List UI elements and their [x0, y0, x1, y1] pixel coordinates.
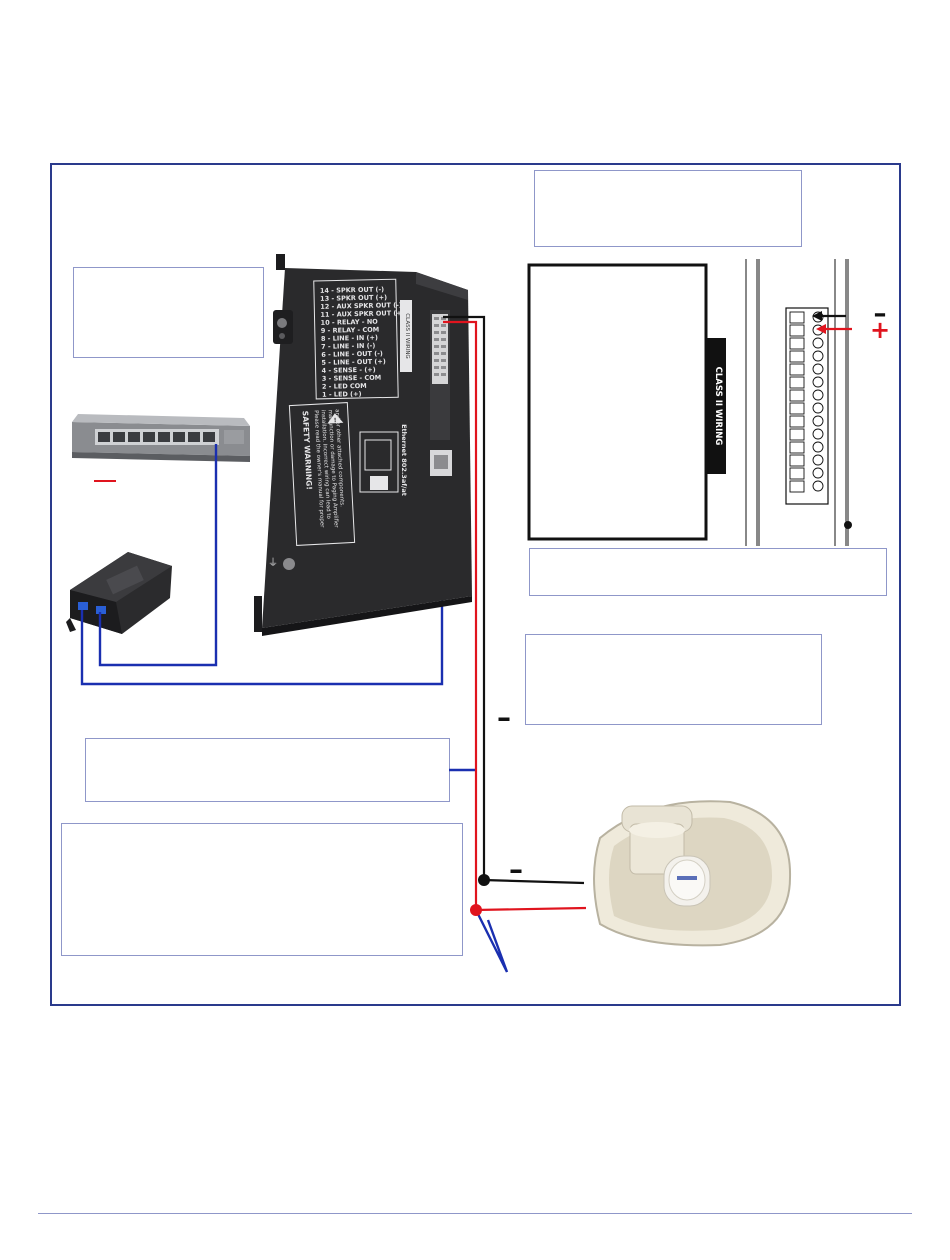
- safety-warning-panel: [288, 402, 356, 546]
- terminal-label: 12 - AUX SPKR OUT (-): [320, 301, 402, 311]
- ground-screw: [283, 558, 295, 570]
- callout-speaker-note: [525, 634, 822, 725]
- detail-terminal-strip: [785, 307, 829, 505]
- switch-port: [203, 432, 215, 442]
- minus-mark-speaker: –: [509, 853, 523, 886]
- minus-mark-wire: –: [497, 701, 511, 734]
- horn-speaker: [593, 800, 792, 947]
- callout-ethernet-note: [85, 738, 450, 802]
- switch-port: [173, 432, 185, 442]
- callout-network-switch: [73, 267, 264, 358]
- cable-switch-to-poe: [98, 444, 218, 667]
- terminal-label: 7 - LINE - IN (-): [321, 342, 375, 351]
- diagram-frame: [50, 163, 901, 1006]
- svg-text:⏚: ⏚: [268, 557, 278, 569]
- safety-warning-line: installation. Incorrect wiring can lead …: [320, 410, 332, 520]
- svg-text:!: !: [334, 417, 337, 424]
- terminal-label: 5 - LINE - OUT (+): [321, 357, 385, 366]
- switch-port: [143, 432, 155, 442]
- switch-port: [128, 432, 140, 442]
- callout-terminal-caption: [529, 548, 887, 596]
- poe-port-in: [78, 602, 88, 610]
- ethernet-icon: [370, 476, 388, 490]
- footer-rule: [38, 1213, 912, 1214]
- switch-port: [98, 432, 110, 442]
- ethernet-panel: [359, 431, 399, 493]
- terminal-label: 3 - SENSE - COM: [322, 374, 382, 383]
- terminal-detail: CLASS II WIRING – +: [527, 259, 890, 546]
- terminal-label: 14 - SPKR OUT (-): [320, 285, 384, 294]
- switch-port: [188, 432, 200, 442]
- terminal-label: 1 - LED (+): [322, 390, 362, 399]
- terminal-label: 8 - LINE - IN (+): [321, 334, 378, 343]
- terminal-label-panel: [313, 278, 399, 400]
- paging-amplifier: ⏚ CLASS II WIRING 14 - SPKR OUT (-) 13 -…: [254, 254, 472, 636]
- device-class-wiring-tag: [400, 300, 412, 372]
- safety-warning-title: SAFETY WARNING!: [301, 411, 314, 490]
- ethernet-label: Ethernet 802.3af/at: [400, 424, 408, 496]
- switch-port: [113, 432, 125, 442]
- terminal-label: 2 - LED COM: [322, 382, 367, 391]
- network-switch: [72, 414, 250, 462]
- terminal-detail-box: [527, 263, 708, 541]
- junction-minus: [478, 874, 490, 886]
- wire-speaker-minus: [443, 315, 585, 885]
- speaker-wires: [443, 315, 587, 912]
- terminal-label: 11 - AUX SPKR OUT (+): [320, 309, 404, 319]
- callout-wiring-note: [61, 823, 463, 956]
- terminal-label: 4 - SENSE - (+): [322, 366, 376, 375]
- terminal-label: 9 - RELAY - COM: [321, 326, 380, 335]
- terminal-label: 13 - SPKR OUT (+): [320, 293, 387, 302]
- callout-terminal-detail: [534, 170, 802, 247]
- terminal-label: 10 - RELAY - NO: [321, 318, 379, 327]
- wire-speaker-plus: [443, 320, 587, 912]
- warning-triangle-icon: [327, 413, 344, 424]
- detail-class-wiring-tag: [706, 338, 726, 474]
- detail-plus-mark: +: [870, 316, 890, 344]
- device-class-wiring-text: CLASS II WIRING: [404, 313, 410, 358]
- detail-minus-mark: –: [874, 299, 887, 329]
- terminal-label: 6 - LINE - OUT (-): [321, 350, 383, 359]
- speaker-callout-leader: [474, 909, 509, 973]
- switch-port: [158, 432, 170, 442]
- poe-port-out: [96, 606, 106, 614]
- poe-injector: [66, 552, 172, 634]
- junction-plus: [470, 904, 482, 916]
- detail-class-wiring-text: CLASS II WIRING: [713, 367, 723, 446]
- safety-warning-line: and/or other attached components.: [334, 409, 345, 507]
